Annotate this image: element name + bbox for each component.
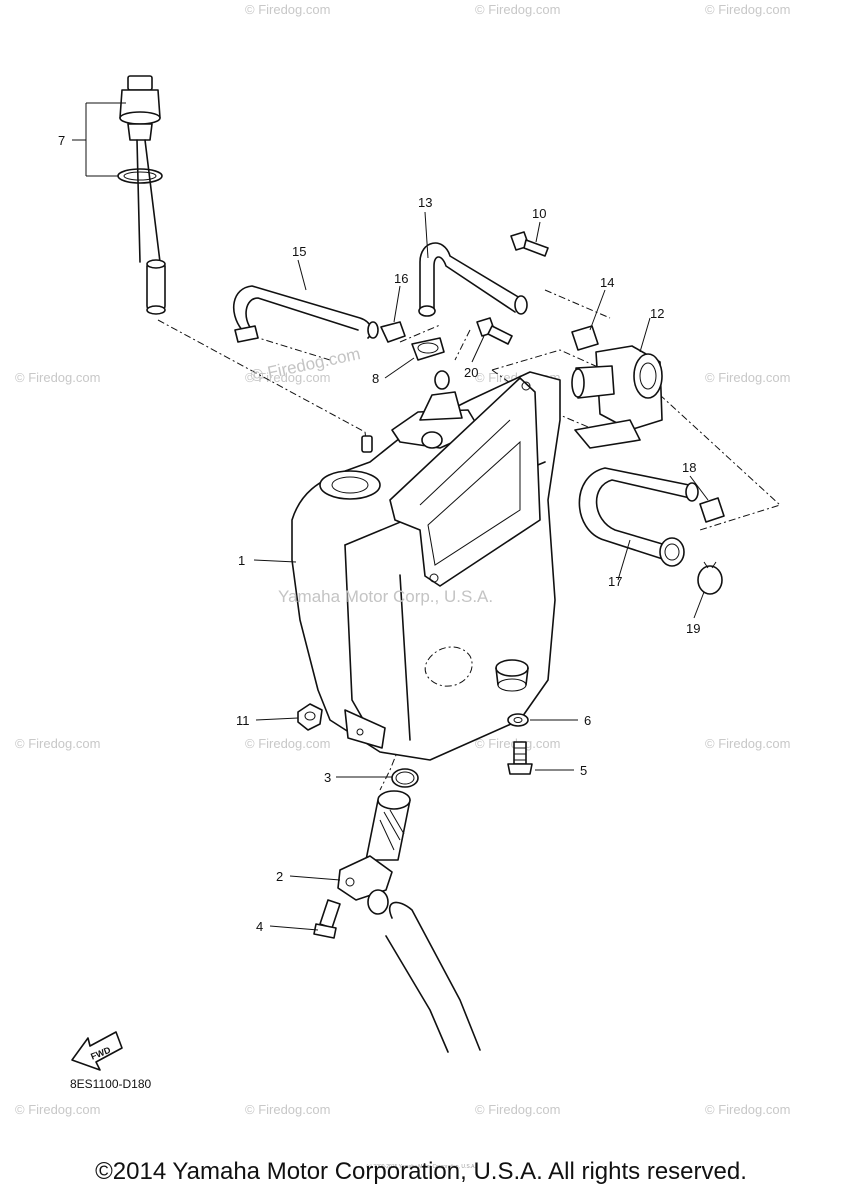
- callout-1: 1: [238, 553, 245, 568]
- lower-hose: [385, 901, 481, 1053]
- washer-6: [507, 713, 529, 727]
- bolt-5: [507, 741, 533, 775]
- clip-14: [571, 325, 599, 351]
- watermark: © Firedog.com: [475, 1102, 560, 1117]
- callout-5: 5: [580, 763, 587, 778]
- watermark: © Firedog.com: [245, 370, 330, 385]
- callout-2: 2: [276, 869, 283, 884]
- hose-17: [578, 467, 699, 567]
- callout-16: 16: [394, 271, 408, 286]
- callout-10: 10: [532, 206, 546, 221]
- watermark: © Firedog.com: [705, 736, 790, 751]
- watermark: © Firedog.com: [475, 2, 560, 17]
- breather-hose-15: [233, 285, 379, 339]
- callout-20: 20: [464, 365, 478, 380]
- callout-3: 3: [324, 770, 331, 785]
- watermark: © Firedog.com: [245, 736, 330, 751]
- callout-6: 6: [584, 713, 591, 728]
- fwd-arrow: FWD: [71, 1031, 123, 1071]
- callout-17: 17: [608, 574, 622, 589]
- copyright-footer: ©2014 Yamaha Motor Corporation, U.S.A. A…: [95, 1158, 747, 1185]
- leader-lines: [72, 102, 709, 931]
- watermark: © Firedog.com: [705, 2, 790, 17]
- oil-tank: [291, 370, 561, 761]
- center-watermark: Yamaha Motor Corp., U.S.A.: [278, 587, 493, 606]
- clip-18: [699, 497, 725, 523]
- diagram-code: 8ES1100-D180: [70, 1077, 151, 1091]
- watermark: © Firedog.com: [15, 370, 100, 385]
- watermarks: © Firedog.com © Firedog.com © Firedog.co…: [15, 2, 790, 1117]
- callout-12: 12: [650, 306, 664, 321]
- oil-level-sensor: [117, 75, 166, 315]
- separator-12: [571, 345, 663, 449]
- callout-7: 7: [58, 133, 65, 148]
- watermark: © Firedog.com: [15, 736, 100, 751]
- tiny-copyright-note: (c) 2000-2015 Yamaha Motor Corporation, …: [366, 1164, 476, 1170]
- watermark: © Firedog.com: [245, 1102, 330, 1117]
- callout-13: 13: [418, 195, 432, 210]
- nut-11: [297, 703, 323, 731]
- watermark: © Firedog.com: [705, 370, 790, 385]
- part-19: [697, 561, 723, 595]
- callout-8: 8: [372, 371, 379, 386]
- callout-14: 14: [600, 275, 614, 290]
- watermark: © Firedog.com: [705, 1102, 790, 1117]
- callout-15: 15: [292, 244, 306, 259]
- bolts-top: [476, 231, 549, 345]
- bolt-4: [313, 899, 341, 939]
- strainer-pipe-2: [337, 790, 411, 915]
- callout-18: 18: [682, 460, 696, 475]
- callout-19: 19: [686, 621, 700, 636]
- watermark: © Firedog.com: [245, 2, 330, 17]
- hose-clips: [234, 321, 445, 361]
- o-ring-3: [391, 768, 419, 788]
- callout-4: 4: [256, 919, 263, 934]
- watermark: © Firedog.com: [15, 1102, 100, 1117]
- callout-labels: 7 1 2 3 4 5 6 8 10 11 12 13 14 15 16 17 …: [58, 133, 700, 934]
- breather-hose-13: [418, 242, 528, 317]
- callout-11: 11: [236, 713, 250, 728]
